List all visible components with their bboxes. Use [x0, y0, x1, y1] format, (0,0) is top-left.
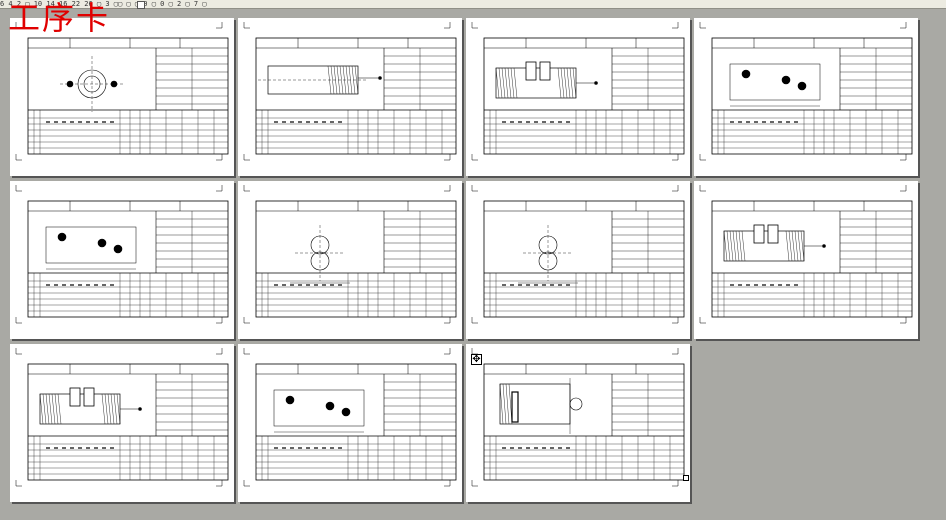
page-thumbnail[interactable] [466, 344, 690, 502]
page-thumbnail[interactable] [238, 344, 462, 502]
page-thumbnail[interactable] [10, 18, 234, 176]
process-card-drawing [471, 348, 685, 487]
resize-handle-icon[interactable] [683, 475, 689, 481]
page-thumbnail[interactable] [10, 181, 234, 339]
move-handle-icon[interactable]: ✥ [471, 354, 482, 365]
page-thumbnail[interactable] [238, 181, 462, 339]
process-card-drawing [243, 348, 457, 487]
ruler[interactable]: 6 4 2 ▢ 10 14 16 22 26 ▢ 3 ▢▢ ▢ ▢ 0 ▢ 0 … [0, 0, 946, 9]
process-card-drawing [15, 348, 229, 487]
page-thumbnail[interactable] [10, 344, 234, 502]
process-card-drawing [471, 22, 685, 161]
process-card-drawing [699, 185, 913, 324]
page-title: 工序卡 [8, 0, 111, 37]
ruler-indent-marker[interactable] [137, 1, 145, 9]
process-card-drawing [243, 185, 457, 324]
process-card-drawing [15, 22, 229, 161]
page-thumbnail[interactable] [694, 181, 918, 339]
process-card-drawing [699, 22, 913, 161]
page-thumbnail[interactable] [238, 18, 462, 176]
page-thumbnail[interactable] [694, 18, 918, 176]
process-card-drawing [15, 185, 229, 324]
process-card-drawing [471, 185, 685, 324]
page-thumbnail[interactable] [466, 18, 690, 176]
page-thumbnail[interactable] [466, 181, 690, 339]
process-card-drawing [243, 22, 457, 161]
ruler-text: 6 4 2 ▢ 10 14 16 22 26 ▢ 3 ▢▢ ▢ ▢ 0 ▢ 0 … [0, 0, 207, 8]
